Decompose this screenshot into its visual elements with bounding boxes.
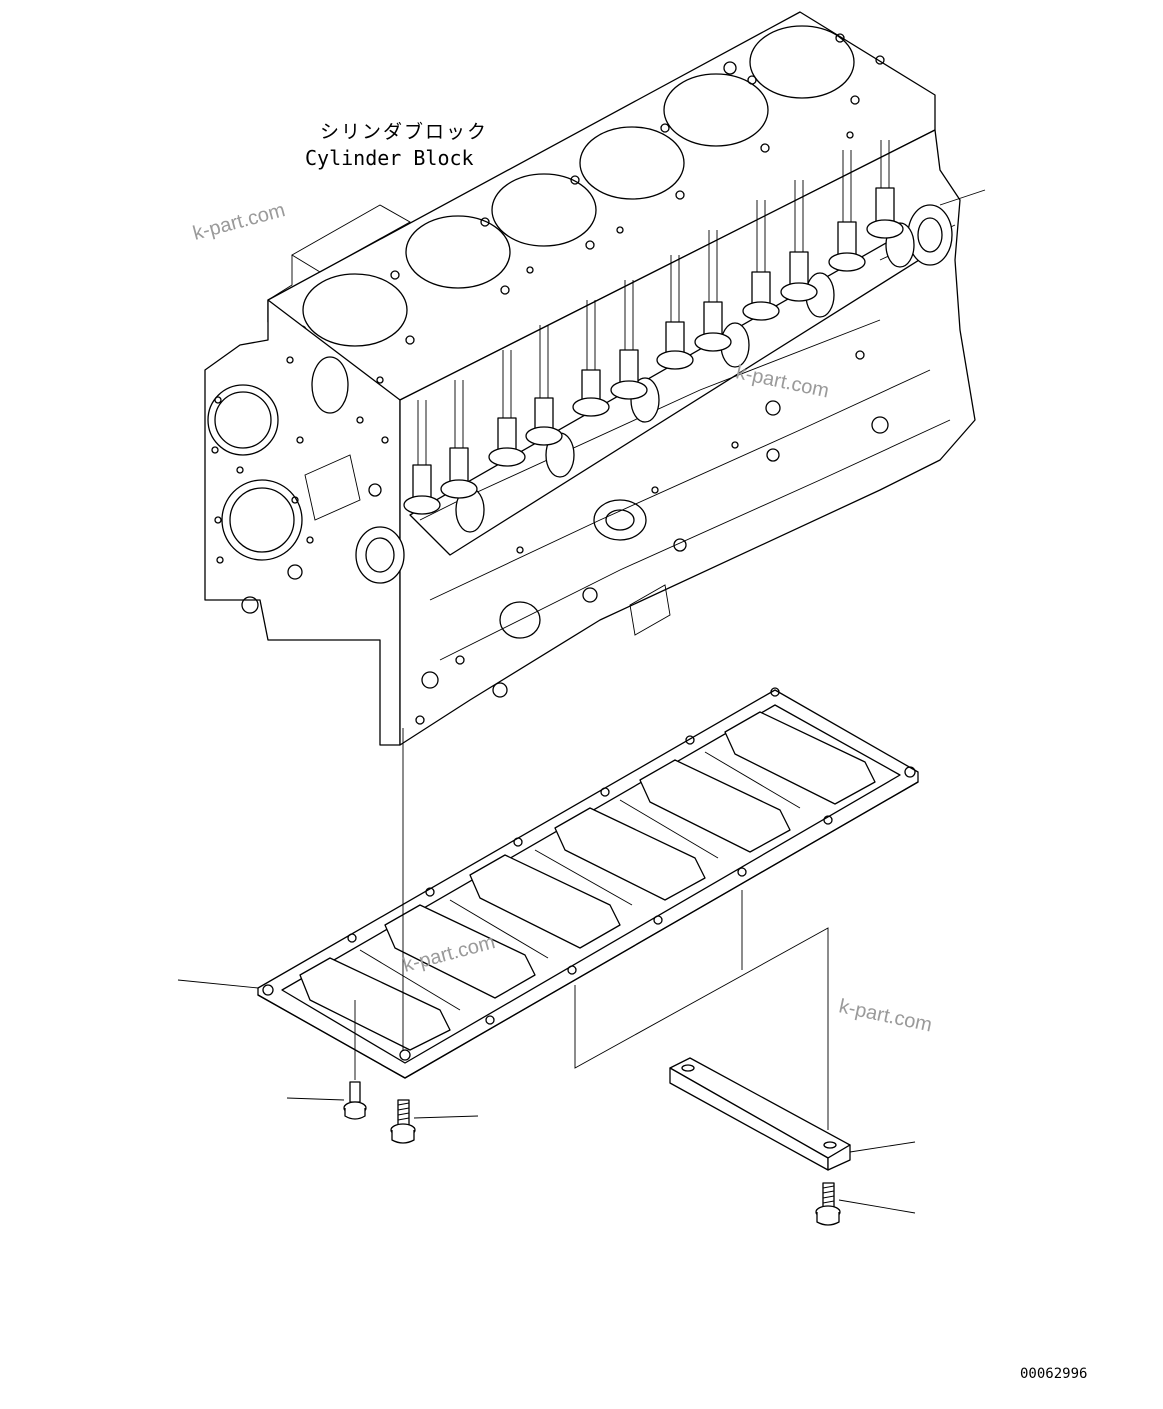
- cylinder-block-label-english: Cylinder Block: [305, 146, 474, 170]
- front-face-holes: [211, 356, 389, 564]
- plate-bolt-holes: [262, 687, 916, 1061]
- watermark-1: k-part.com: [191, 199, 288, 245]
- figure-number: 00062996: [1020, 1366, 1087, 1382]
- cylinder-block: [204, 11, 986, 746]
- pushrod-guide-lines: [417, 140, 890, 465]
- bolt-bracket: [815, 1182, 916, 1226]
- assembly-lines: [177, 728, 829, 1130]
- stiffener-plate: [257, 687, 919, 1079]
- watermark-4: k-part.com: [837, 995, 934, 1036]
- bolt-large: [390, 1099, 479, 1144]
- bracket-bar: [669, 1057, 916, 1171]
- cylinder-block-label-japanese: シリンダブロック: [320, 120, 488, 143]
- valve-tappets: [403, 187, 904, 515]
- bolt-small: [286, 1081, 367, 1120]
